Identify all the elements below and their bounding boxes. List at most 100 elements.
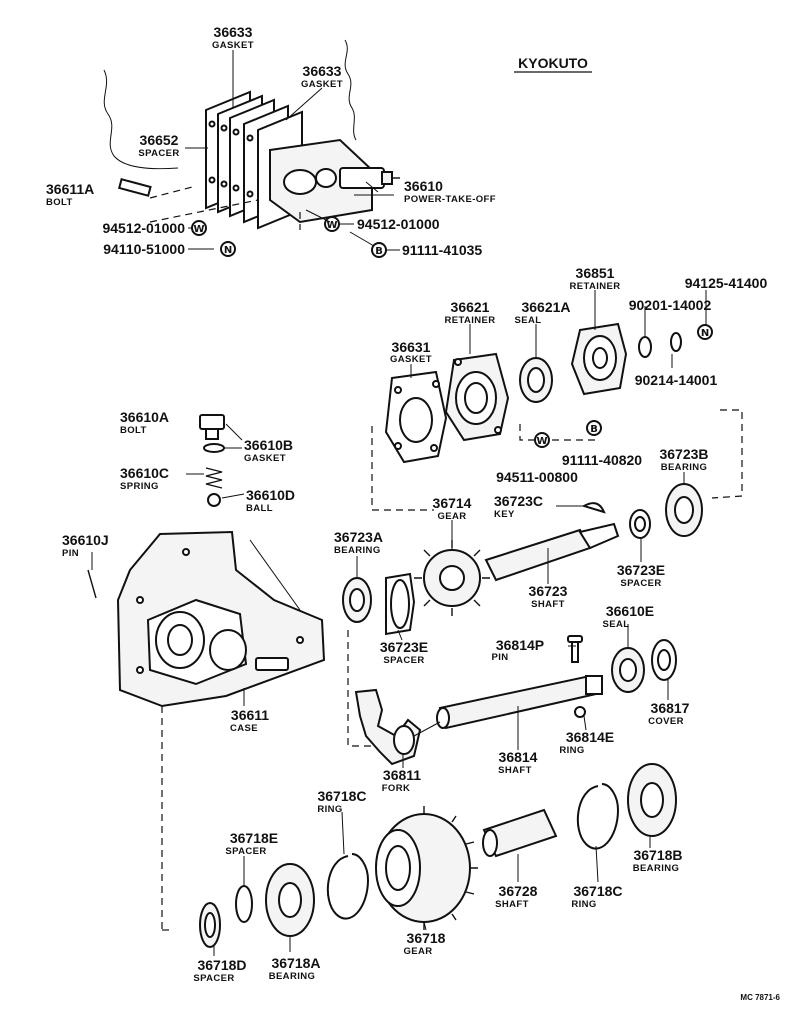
nut-symbol: N — [224, 245, 232, 256]
part-number: 36610A — [120, 409, 169, 425]
part-name: SPACER — [193, 973, 234, 984]
part-name: COVER — [648, 716, 684, 727]
washer-symbol: W — [326, 220, 337, 231]
part-number: 36723A — [334, 529, 383, 545]
part-name: GEAR — [403, 946, 432, 957]
part-name: CASE — [230, 723, 258, 734]
leaders-lower — [91, 290, 707, 956]
part-number: 36610B — [244, 437, 293, 453]
gear-group-drawing — [199, 763, 677, 948]
part-number: 36723E — [617, 562, 665, 578]
part-number: 94512-01000 — [357, 216, 440, 232]
part-number: 90201-14002 — [629, 297, 712, 313]
part-name: FORK — [382, 783, 411, 794]
part-name: SHAFT — [495, 899, 529, 910]
retainer-group-drawing: N W B — [371, 322, 743, 511]
part-name: GASKET — [244, 453, 286, 464]
fastener-symbols-top: W N W B — [188, 209, 400, 258]
part-number: 36718B — [633, 847, 682, 863]
part-name: SPACER — [138, 148, 179, 159]
washer-symbol: W — [536, 436, 547, 447]
part-number: 36814E — [566, 729, 614, 745]
part-number: 36851 — [576, 265, 615, 281]
shaft-group-drawing — [342, 483, 703, 766]
leaders-top — [185, 50, 394, 196]
part-name: GASKET — [212, 40, 254, 51]
part-number: 36728 — [499, 883, 538, 899]
bolt-symbol: B — [590, 424, 598, 435]
part-number: 36718C — [317, 788, 366, 804]
part-name: BALL — [246, 503, 273, 514]
part-number: 36652 — [140, 132, 179, 148]
part-number: 94110-51000 — [103, 241, 185, 257]
part-number: 36714 — [433, 495, 472, 511]
part-number: 36718E — [230, 830, 278, 846]
part-number: 91111-40820 — [562, 452, 642, 468]
part-name: PIN — [62, 548, 79, 559]
part-number: 94511-00800 — [496, 469, 578, 485]
part-name: SPACER — [383, 655, 424, 666]
nut-symbol: N — [701, 328, 709, 339]
part-number: 36610E — [606, 603, 654, 619]
part-number: 91111-41035 — [402, 242, 482, 258]
part-number: 94512-01000 — [102, 220, 185, 236]
part-name: SPACER — [620, 578, 661, 589]
part-name: GASKET — [390, 354, 432, 365]
figure-code: MC 7871-6 — [740, 993, 780, 1002]
part-name: POWER-TAKE-OFF — [404, 194, 496, 205]
part-number: 36718C — [573, 883, 622, 899]
bolt-symbol: B — [375, 246, 383, 257]
part-number: 36610D — [246, 487, 295, 503]
part-name: BEARING — [661, 462, 708, 473]
part-number: 36610C — [120, 465, 169, 481]
part-number: 90214-14001 — [635, 372, 718, 388]
part-name: RING — [559, 745, 584, 756]
part-number: 36633 — [303, 63, 342, 79]
part-number: 36817 — [651, 700, 690, 716]
part-number: 36723B — [659, 446, 708, 462]
part-number: 36718A — [271, 955, 320, 971]
labels: KYOKUTO MC 7871-6 36633 GASKET 36633 GAS… — [46, 24, 781, 1002]
part-number: 36610J — [62, 532, 109, 548]
part-number: 36814 — [499, 749, 538, 765]
part-number: 36723 — [529, 583, 568, 599]
part-number: 36611 — [231, 707, 269, 723]
washer-symbol: W — [193, 224, 204, 235]
part-number: 36814P — [496, 637, 544, 653]
case-drawing — [87, 414, 374, 931]
part-name: SEAL — [603, 619, 630, 630]
part-number: 36718 — [407, 930, 446, 946]
part-name: RING — [571, 899, 596, 910]
part-number: 94125-41400 — [685, 275, 768, 291]
part-number: 36723E — [380, 639, 428, 655]
part-name: BEARING — [633, 863, 680, 874]
part-name: RING — [317, 804, 342, 815]
part-number: 36621A — [521, 299, 570, 315]
part-name: GEAR — [437, 511, 466, 522]
part-name: PIN — [491, 652, 508, 663]
part-number: 36633 — [214, 24, 253, 40]
part-name: BEARING — [334, 545, 381, 556]
part-name: GASKET — [301, 79, 343, 90]
part-number: 36611A — [46, 181, 94, 197]
part-name: RETAINER — [444, 315, 495, 326]
part-name: SPRING — [120, 481, 159, 492]
part-number: 36811 — [383, 767, 421, 783]
part-name: SHAFT — [498, 765, 532, 776]
part-name: KEY — [494, 509, 515, 520]
part-number: 36610 — [404, 178, 443, 194]
part-name: SHAFT — [531, 599, 565, 610]
part-number: 36621 — [451, 299, 490, 315]
part-number: 36631 — [392, 339, 431, 355]
part-name: BOLT — [120, 425, 147, 436]
part-name: SPACER — [225, 846, 266, 857]
part-number: 36723C — [494, 493, 543, 509]
part-name: RETAINER — [569, 281, 620, 292]
part-number: 36718D — [197, 957, 246, 973]
brand-label: KYOKUTO — [518, 55, 588, 71]
pto-assembly-drawing — [103, 39, 400, 230]
part-name: BOLT — [46, 197, 73, 208]
part-name: BEARING — [269, 971, 316, 982]
part-name: SEAL — [515, 315, 542, 326]
